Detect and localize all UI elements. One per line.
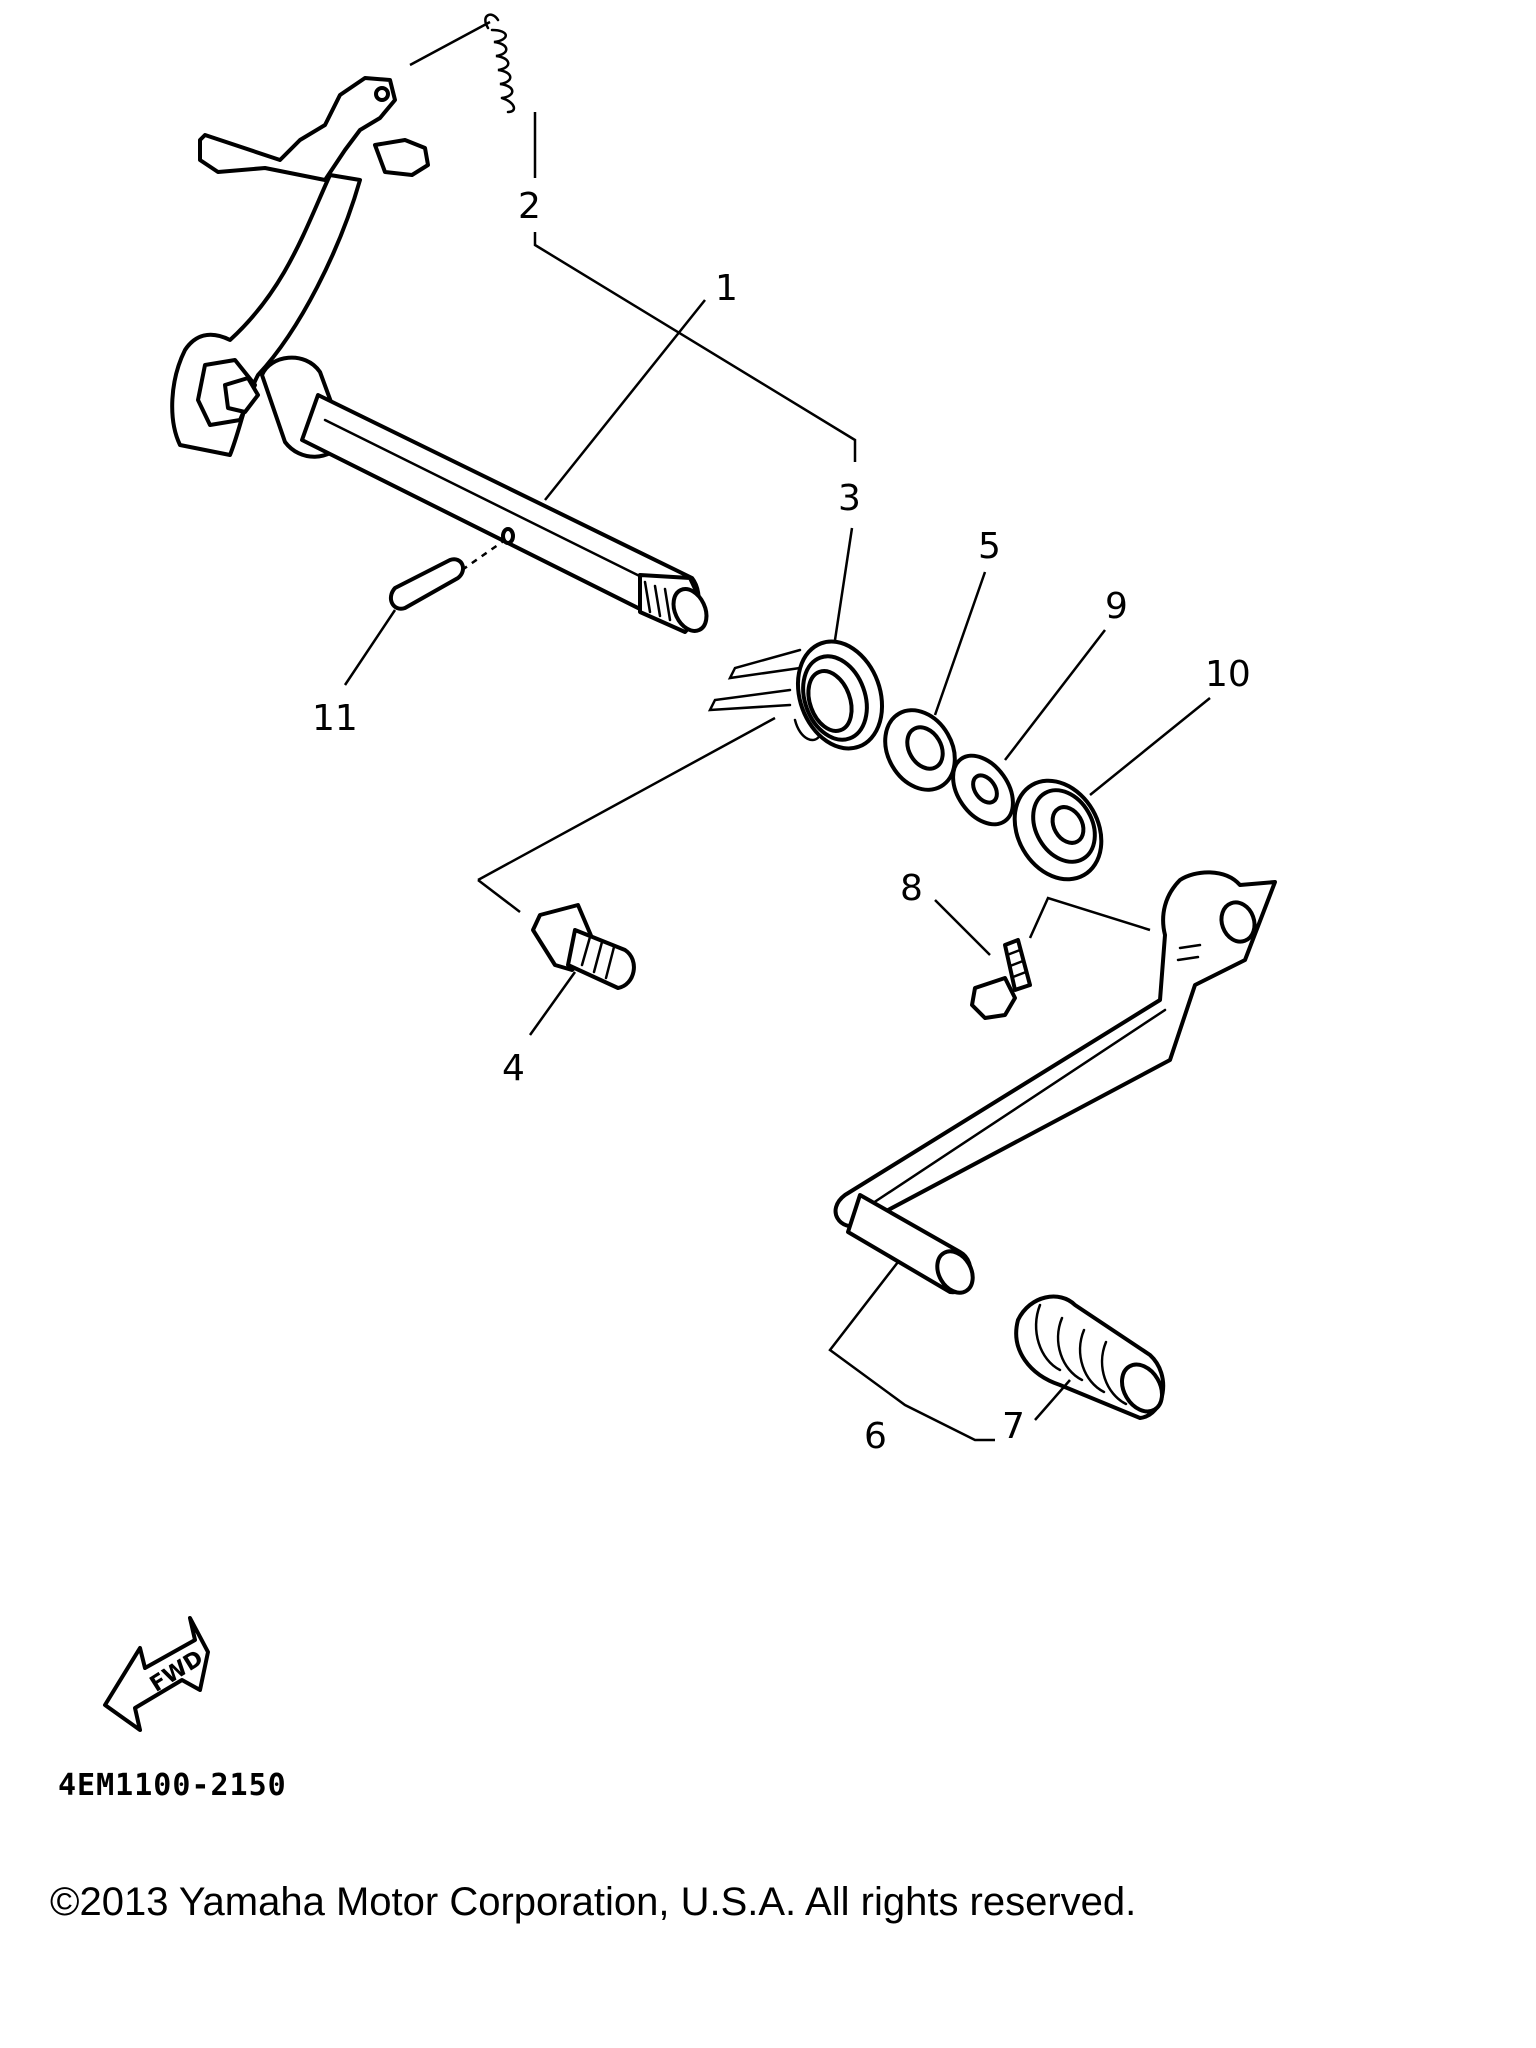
callout-9: 9: [1105, 586, 1128, 627]
shift-pedal: [833, 870, 1277, 1295]
oil-seal: [1012, 778, 1104, 882]
callout-11: 11: [312, 698, 358, 739]
fork-tab: [223, 376, 260, 414]
rubber-rib: [1100, 1340, 1128, 1406]
spring-coils: [490, 28, 514, 100]
shift-arm-hook: [198, 76, 397, 182]
shift-shaft-assembly: [170, 76, 709, 634]
spring-tail: [793, 718, 822, 742]
callout-3: 3: [838, 478, 861, 519]
callout-10: 10: [1205, 654, 1251, 695]
thread-line: [592, 940, 604, 974]
arm-boss: [373, 138, 430, 177]
arm-hole: [374, 86, 390, 102]
callout-2: 2: [518, 186, 541, 227]
fwd-arrow: FWD: [103, 1616, 210, 1732]
spring-hook-top: [484, 13, 500, 30]
thread-line: [1011, 970, 1028, 979]
spring-arm-lower: [707, 688, 792, 712]
washer-hole: [971, 773, 999, 805]
leader-4a: [477, 716, 776, 882]
rubber-rib: [1034, 1303, 1062, 1372]
spline-line: [643, 580, 652, 614]
leader-1: [544, 299, 706, 501]
shaft-end: [671, 587, 709, 633]
rubber-end: [1120, 1362, 1164, 1414]
leader-8a: [934, 899, 991, 956]
leader-7: [1034, 1379, 1071, 1421]
washer: [951, 753, 1015, 827]
thread-line: [1008, 959, 1025, 968]
spring-coil: [806, 669, 854, 733]
collar-hole: [905, 725, 945, 771]
drawing-code: 4EM1100-2150: [58, 1768, 287, 1803]
pedal-slot: [1176, 955, 1200, 962]
leader-4b: [477, 879, 521, 913]
leader-3: [833, 527, 854, 641]
callout-labels: 1 2 3 4 5 6 7 8 9 10 11: [312, 186, 1251, 1457]
pedal-edge: [868, 1008, 1167, 1207]
rubber-rib: [1056, 1316, 1084, 1382]
leader-11a: [343, 609, 397, 686]
fwd-arrow-shape: [103, 1616, 210, 1732]
callout-8: 8: [900, 868, 923, 909]
leader-2-3: [533, 232, 857, 462]
footpeg-rubber: [1014, 1294, 1166, 1420]
callout-5: 5: [978, 526, 1001, 567]
leader-10: [1089, 697, 1211, 796]
rubber-rib: [1078, 1328, 1106, 1394]
collar: [883, 708, 957, 792]
shaft-line: [323, 418, 690, 602]
bolt-thread: [566, 928, 636, 990]
dowel-pin: [389, 557, 466, 611]
leader-11b: [461, 538, 506, 572]
return-spring: [409, 13, 537, 178]
spline-line: [653, 584, 662, 618]
callout-6: 6: [864, 1416, 887, 1457]
spring-hook-bottom: [500, 96, 516, 114]
callout-4: 4: [502, 1048, 525, 1089]
spring-arm-upper: [727, 648, 802, 680]
bolt-head: [970, 976, 1017, 1020]
pedal-bolt: [970, 938, 1032, 1020]
pedal-slot: [1178, 943, 1202, 950]
pin-hole: [501, 527, 515, 545]
callout-1: 1: [715, 268, 738, 309]
leader-8b: [1028, 896, 1151, 939]
thread-line: [604, 945, 616, 980]
rod-end: [935, 1249, 975, 1295]
leader-5: [933, 571, 987, 716]
thread-line: [1005, 948, 1022, 957]
seal-hole: [1050, 805, 1086, 845]
pedal-lever: [833, 870, 1277, 1229]
leader-4c: [528, 971, 577, 1036]
copyright-text: ©2013 Yamaha Motor Corporation, U.S.A. A…: [50, 1880, 1136, 1924]
spline-line: [663, 587, 672, 622]
leader-6-7: [828, 1261, 995, 1442]
thread-line: [580, 935, 592, 967]
stopper-bolt: [531, 903, 636, 990]
callout-7: 7: [1002, 1406, 1025, 1447]
torsion-spring: [707, 639, 885, 751]
pin-body: [389, 557, 466, 611]
leader-2a: [409, 20, 491, 67]
leader-9: [1004, 629, 1106, 761]
leader-lines: [343, 232, 1211, 1442]
pedal-boss-hole: [1219, 900, 1257, 944]
